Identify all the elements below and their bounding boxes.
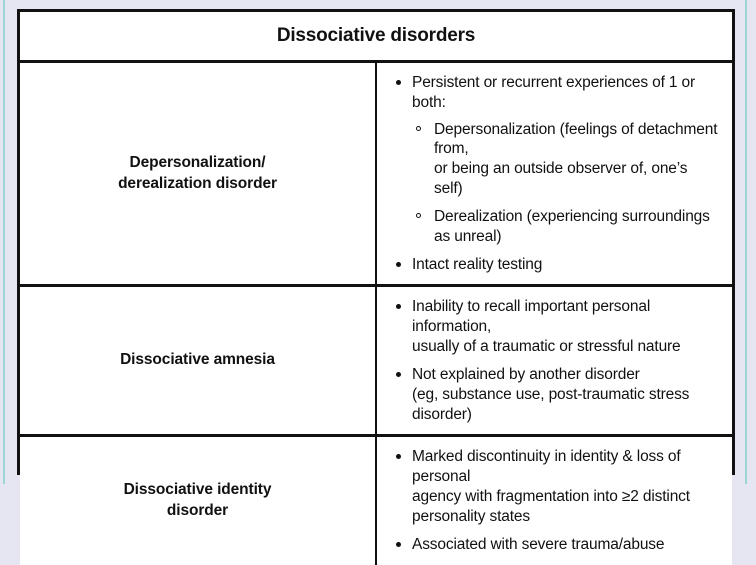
row-content: Marked discontinuity in identity & loss … — [376, 434, 732, 565]
row-content: Inability to recall important personal i… — [376, 284, 732, 436]
bullet-text: Intact reality testing — [412, 255, 543, 273]
sub-bullet-text: Derealization (experiencing surroundings… — [434, 207, 710, 245]
row-label-depersonalization-derealization-disorder: Depersonalization/ derealization disorde… — [20, 59, 377, 286]
table-row: Dissociative identity disorder Marked di… — [20, 434, 732, 565]
bullet-list: Inability to recall important personal i… — [391, 297, 720, 424]
list-item: Marked discontinuity in identity & loss … — [391, 447, 720, 526]
row-label-dissociative-identity-disorder: Dissociative identity disorder — [20, 434, 377, 565]
list-item: Depersonalization (feelings of detachmen… — [412, 120, 720, 199]
row-label-dissociative-amnesia: Dissociative amnesia — [20, 284, 377, 436]
right-edge-rule — [745, 0, 747, 484]
bullet-text: Marked discontinuity in identity & loss … — [412, 448, 690, 525]
dissociative-disorders-table-container: Dissociative disorders Depersonalization… — [17, 9, 735, 565]
bullet-list: Persistent or recurrent experiences of 1… — [391, 73, 720, 274]
bullet-text: Persistent or recurrent experiences of 1… — [412, 74, 696, 111]
list-item: Persistent or recurrent experiences of 1… — [391, 73, 720, 247]
list-item: Derealization (experiencing surroundings… — [412, 207, 720, 247]
sub-bullet-list: Depersonalization (feelings of detachmen… — [412, 120, 720, 247]
bullet-text: Associated with severe trauma/abuse — [412, 535, 665, 553]
table-row: Depersonalization/ derealization disorde… — [20, 59, 732, 286]
list-item: Not explained by another disorder (eg, s… — [391, 365, 720, 424]
table-title: Dissociative disorders — [20, 12, 732, 63]
left-edge-rule — [3, 0, 5, 484]
dissociative-disorders-table: Dissociative disorders Depersonalization… — [20, 12, 732, 565]
table-header-row: Dissociative disorders — [20, 12, 732, 63]
bullet-list: Marked discontinuity in identity & loss … — [391, 447, 720, 554]
list-item: Associated with severe trauma/abuse — [391, 535, 720, 555]
list-item: Intact reality testing — [391, 255, 720, 275]
row-content: Persistent or recurrent experiences of 1… — [376, 59, 732, 286]
sub-bullet-text: Depersonalization (feelings of detachmen… — [434, 120, 718, 198]
table-row: Dissociative amnesia Inability to recall… — [20, 284, 732, 436]
bullet-text: Inability to recall important personal i… — [412, 298, 681, 356]
list-item: Inability to recall important personal i… — [391, 297, 720, 356]
bullet-text: Not explained by another disorder (eg, s… — [412, 365, 690, 423]
